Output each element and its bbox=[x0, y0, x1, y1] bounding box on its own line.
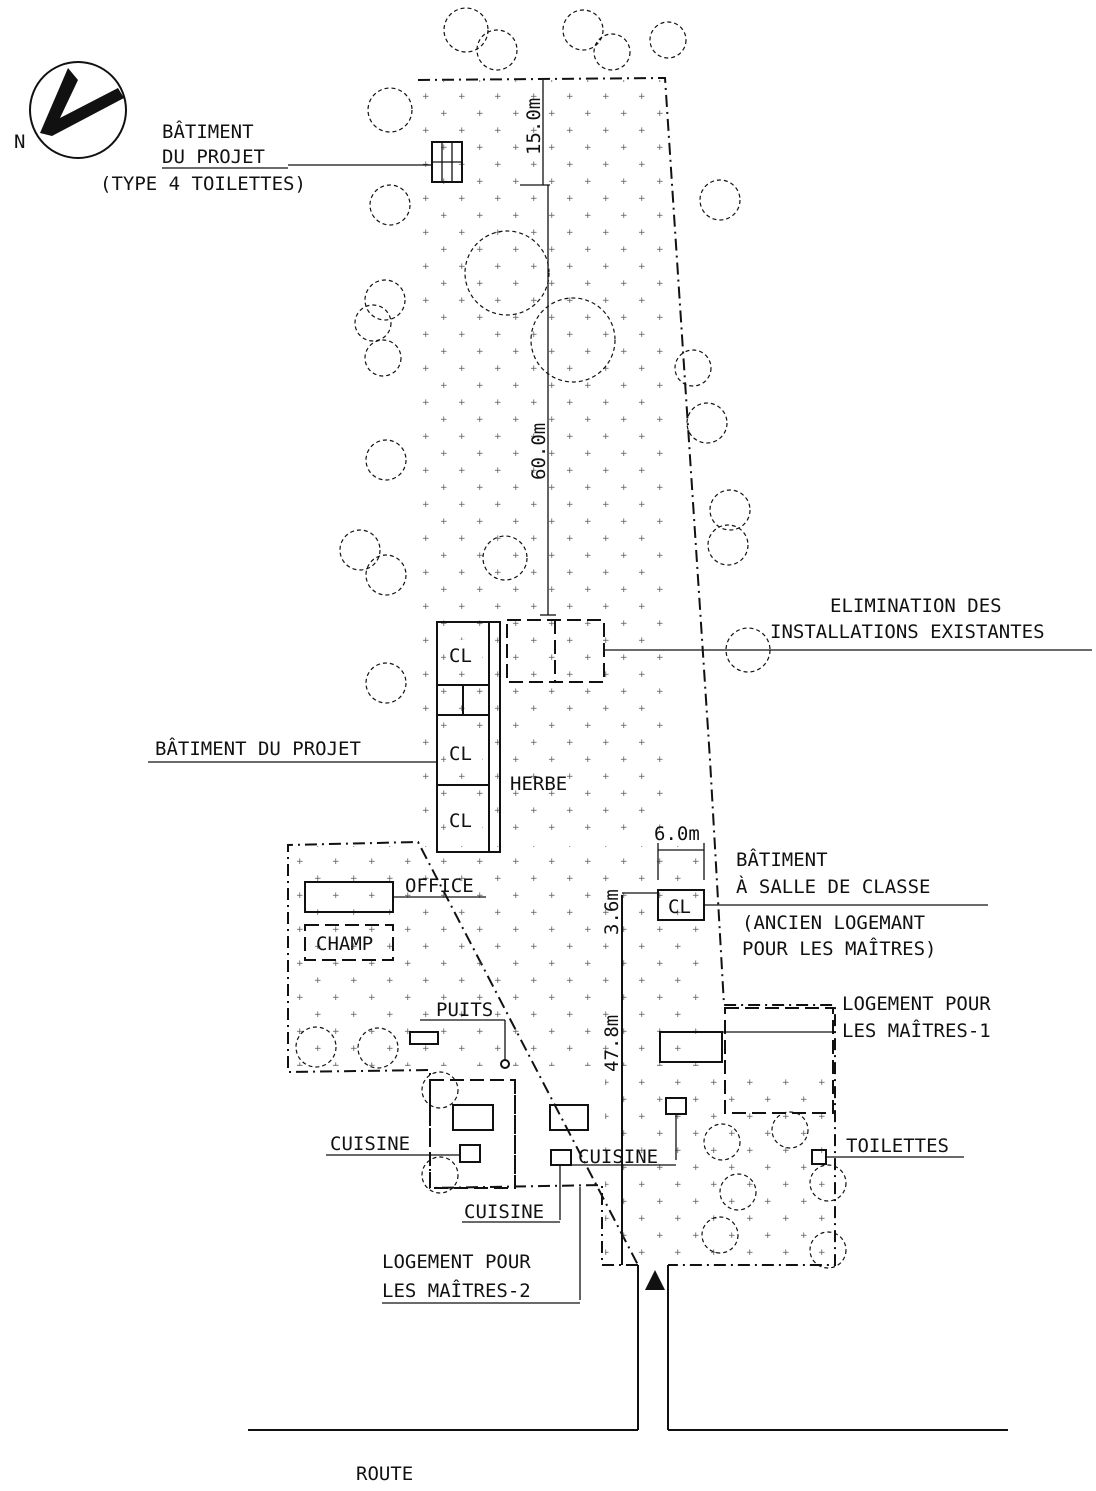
existing-toilets: TOILETTES bbox=[811, 1135, 964, 1165]
toilet-project-building bbox=[431, 141, 463, 183]
tree-icon bbox=[421, 1071, 459, 1109]
classroom-building: CL 6.0m bbox=[654, 823, 988, 921]
trees bbox=[295, 7, 847, 1269]
toilets-label: TOILETTES bbox=[846, 1135, 949, 1157]
main-project-building: CL CL CL bbox=[436, 621, 501, 853]
tree-icon bbox=[530, 297, 616, 383]
tree-icon bbox=[701, 1216, 739, 1254]
dimension-6m: 6.0m bbox=[654, 823, 700, 845]
tree-icon bbox=[357, 1027, 399, 1069]
tree-icon bbox=[367, 87, 413, 133]
tree-icon bbox=[809, 1231, 847, 1269]
kitchen-label-2: CUISINE bbox=[578, 1146, 658, 1168]
elimination-label-2: INSTALLATIONS EXISTANTES bbox=[770, 621, 1045, 643]
tree-icon bbox=[703, 1123, 741, 1161]
north-arrow-icon: N bbox=[14, 61, 127, 159]
main-building-label: BÂTIMENT DU PROJET bbox=[155, 737, 361, 760]
tree-icon bbox=[476, 29, 518, 71]
teacher-housing-2 bbox=[429, 1079, 589, 1300]
teacher-housing-1 bbox=[659, 1007, 836, 1160]
office-building: OFFICE bbox=[304, 875, 486, 913]
well-label: PUITS bbox=[436, 999, 493, 1021]
tree-icon bbox=[464, 230, 550, 316]
site-boundary bbox=[287, 76, 836, 1266]
tree-icon bbox=[369, 184, 411, 226]
tree-icon bbox=[809, 1164, 847, 1202]
field-label: CHAMP bbox=[316, 933, 373, 955]
office-label: OFFICE bbox=[405, 875, 474, 897]
tree-icon bbox=[365, 662, 407, 704]
dimension-47-8m: 47.8m bbox=[601, 1015, 623, 1072]
dimension-60m: 60.0m bbox=[528, 185, 556, 616]
tree-icon bbox=[339, 529, 381, 571]
tree-icon bbox=[295, 1026, 337, 1068]
grass-area-south bbox=[290, 846, 710, 1066]
toilet-building-label-2: DU PROJET bbox=[162, 146, 265, 168]
old-housing-label-2: POUR LES MAÎTRES) bbox=[742, 937, 936, 960]
svg-text:47.8m: 47.8m bbox=[601, 1015, 623, 1072]
kitchen-label-1: CUISINE bbox=[330, 1133, 410, 1155]
tree-icon bbox=[771, 1111, 809, 1149]
tree-icon bbox=[707, 524, 749, 566]
dimension-3-6m: 3.6m bbox=[601, 889, 658, 935]
grass-label: HERBE bbox=[510, 773, 567, 795]
access-path bbox=[248, 1265, 1008, 1431]
svg-text:15.0m: 15.0m bbox=[523, 98, 545, 155]
teacher-housing-2-label-2: LES MAÎTRES-2 bbox=[382, 1279, 531, 1302]
teacher-housing-2-label-1: LOGEMENT POUR bbox=[382, 1251, 531, 1273]
north-label: N bbox=[14, 131, 25, 153]
tree-icon bbox=[482, 535, 528, 581]
tree-icon bbox=[649, 21, 687, 59]
teacher-housing-1-label-2: LES MAÎTRES-1 bbox=[842, 1019, 991, 1042]
tree-icon bbox=[709, 489, 751, 531]
old-housing-label-1: (ANCIEN LOGEMANT bbox=[742, 912, 925, 934]
tree-icon bbox=[365, 439, 407, 481]
tree-icon bbox=[593, 33, 631, 71]
tree-icon bbox=[421, 1156, 459, 1194]
classroom-label-4: CL bbox=[668, 896, 691, 918]
tree-icon bbox=[354, 304, 392, 342]
tree-icon bbox=[562, 9, 604, 51]
classroom-label-2: CL bbox=[449, 743, 472, 765]
field-area: CHAMP bbox=[304, 924, 394, 961]
well: PUITS bbox=[409, 999, 510, 1069]
tree-icon bbox=[699, 179, 741, 221]
svg-text:60.0m: 60.0m bbox=[528, 423, 550, 480]
classroom-building-label-1: BÂTIMENT bbox=[736, 848, 828, 871]
tree-icon bbox=[719, 1173, 757, 1211]
grass-area-north bbox=[418, 80, 668, 840]
entrance-triangle-icon bbox=[645, 1270, 665, 1290]
toilet-building-label-3: (TYPE 4 TOILETTES) bbox=[100, 173, 306, 195]
teacher-housing-1-label-1: LOGEMENT POUR bbox=[842, 993, 991, 1015]
tree-icon bbox=[686, 402, 728, 444]
tree-icon bbox=[365, 554, 407, 596]
road-label: ROUTE bbox=[356, 1463, 413, 1485]
dimension-15m: 15.0m bbox=[520, 80, 550, 186]
tree-icon bbox=[364, 279, 406, 321]
tree-icon bbox=[674, 349, 712, 387]
classroom-label-3: CL bbox=[449, 810, 472, 832]
toilet-building-label-1: BÂTIMENT bbox=[162, 120, 254, 143]
tree-icon bbox=[443, 7, 489, 53]
classroom-label-1: CL bbox=[449, 645, 472, 667]
svg-text:3.6m: 3.6m bbox=[601, 889, 623, 935]
existing-installations-removal bbox=[506, 619, 1092, 683]
elimination-label-1: ELIMINATION DES bbox=[830, 595, 1002, 617]
kitchen-label-3: CUISINE bbox=[464, 1201, 544, 1223]
tree-icon bbox=[364, 339, 402, 377]
classroom-building-label-2: À SALLE DE CLASSE bbox=[736, 875, 930, 898]
